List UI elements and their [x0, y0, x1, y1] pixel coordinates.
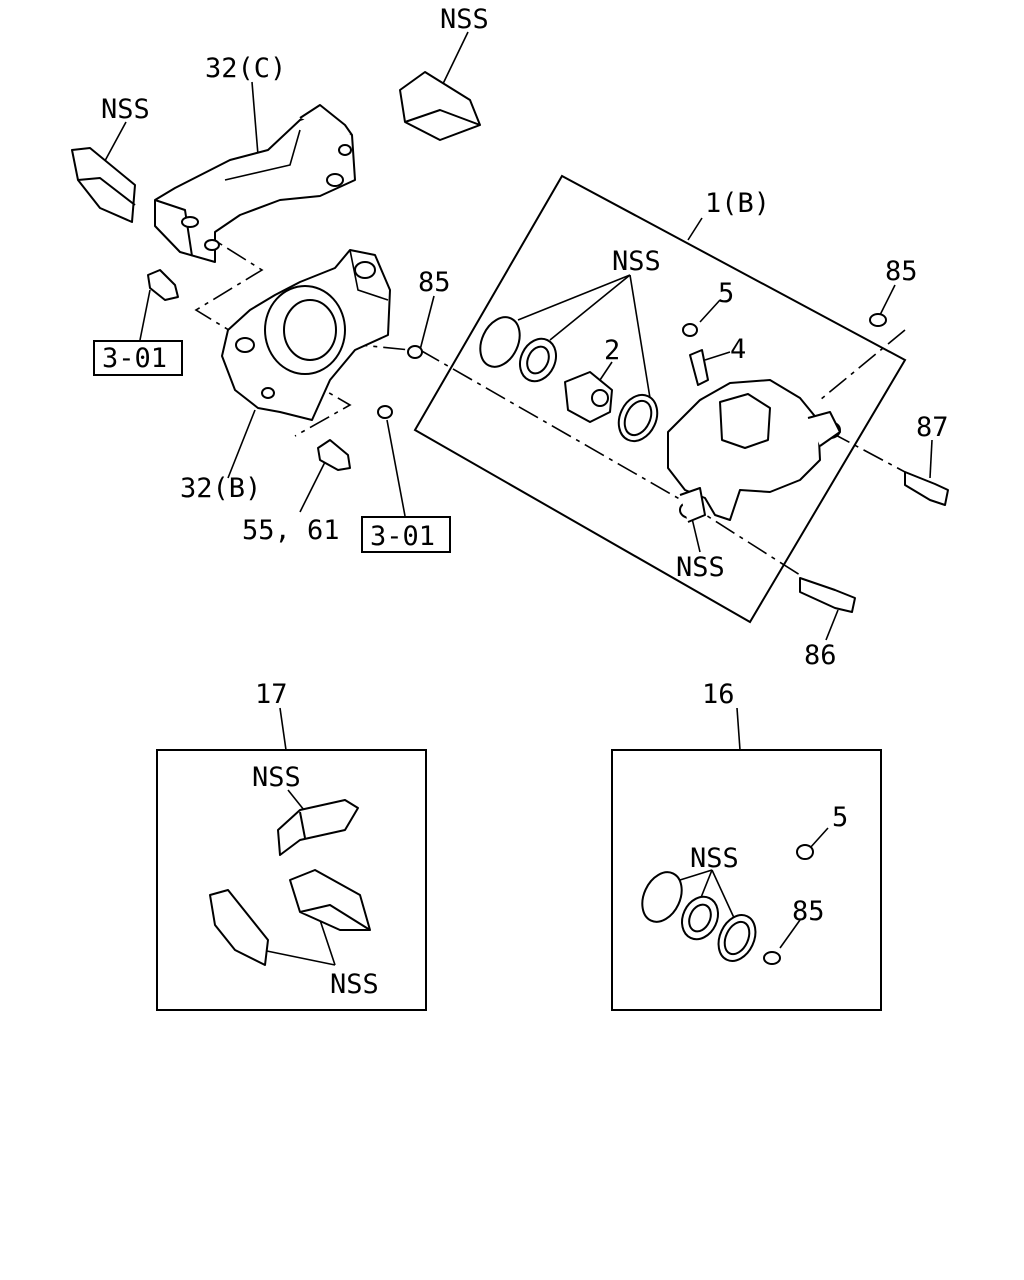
label-5-kit: 5 [832, 802, 848, 833]
label-85-kit: 85 [792, 896, 825, 927]
label-85-right: 85 [885, 256, 918, 287]
caliper-bracket-32c [154, 104, 356, 263]
pad-kit-frame [156, 749, 427, 1011]
torque-plate-32b [221, 249, 391, 421]
leader-lines [99, 31, 933, 966]
label-nss-top: NSS [440, 4, 489, 35]
label-nss-left: NSS [101, 94, 150, 125]
label-2: 2 [604, 335, 620, 366]
pad-kit-parts [209, 799, 371, 966]
label-nss-clips: NSS [330, 969, 379, 1000]
seal-kit-frame [611, 749, 882, 1011]
caliper-body [667, 379, 841, 523]
label-55-61: 55, 61 [242, 515, 340, 546]
seal-kit-parts [641, 844, 814, 965]
label-3-01-right: 3-01 [370, 521, 435, 552]
anti-rattle-clips [71, 71, 481, 223]
label-3-01-left: 3-01 [102, 343, 167, 374]
label-nss-kit: NSS [690, 843, 739, 874]
label-85-upper: 85 [418, 267, 451, 298]
label-16: 16 [702, 679, 735, 710]
piston-seal-kit [479, 316, 659, 443]
label-1b: 1(B) [705, 188, 770, 219]
label-nss-seals: NSS [612, 246, 661, 277]
label-32c: 32(C) [205, 53, 286, 84]
section-ref-box-right [361, 516, 451, 553]
label-17: 17 [255, 679, 288, 710]
label-32b: 32(B) [180, 473, 261, 504]
label-4: 4 [730, 334, 746, 365]
label-87: 87 [916, 412, 949, 443]
label-nss-caliper: NSS [676, 552, 725, 583]
callout-labels: NSS 32(C) NSS 85 3-01 32(B) 55, 61 3-01 … [101, 4, 949, 1000]
section-ref-box-left [93, 340, 183, 376]
label-5-upper: 5 [718, 278, 734, 309]
caliper-assembly-frame [413, 174, 907, 624]
label-86: 86 [804, 640, 837, 671]
label-nss-pad: NSS [252, 762, 301, 793]
fasteners [147, 269, 949, 613]
